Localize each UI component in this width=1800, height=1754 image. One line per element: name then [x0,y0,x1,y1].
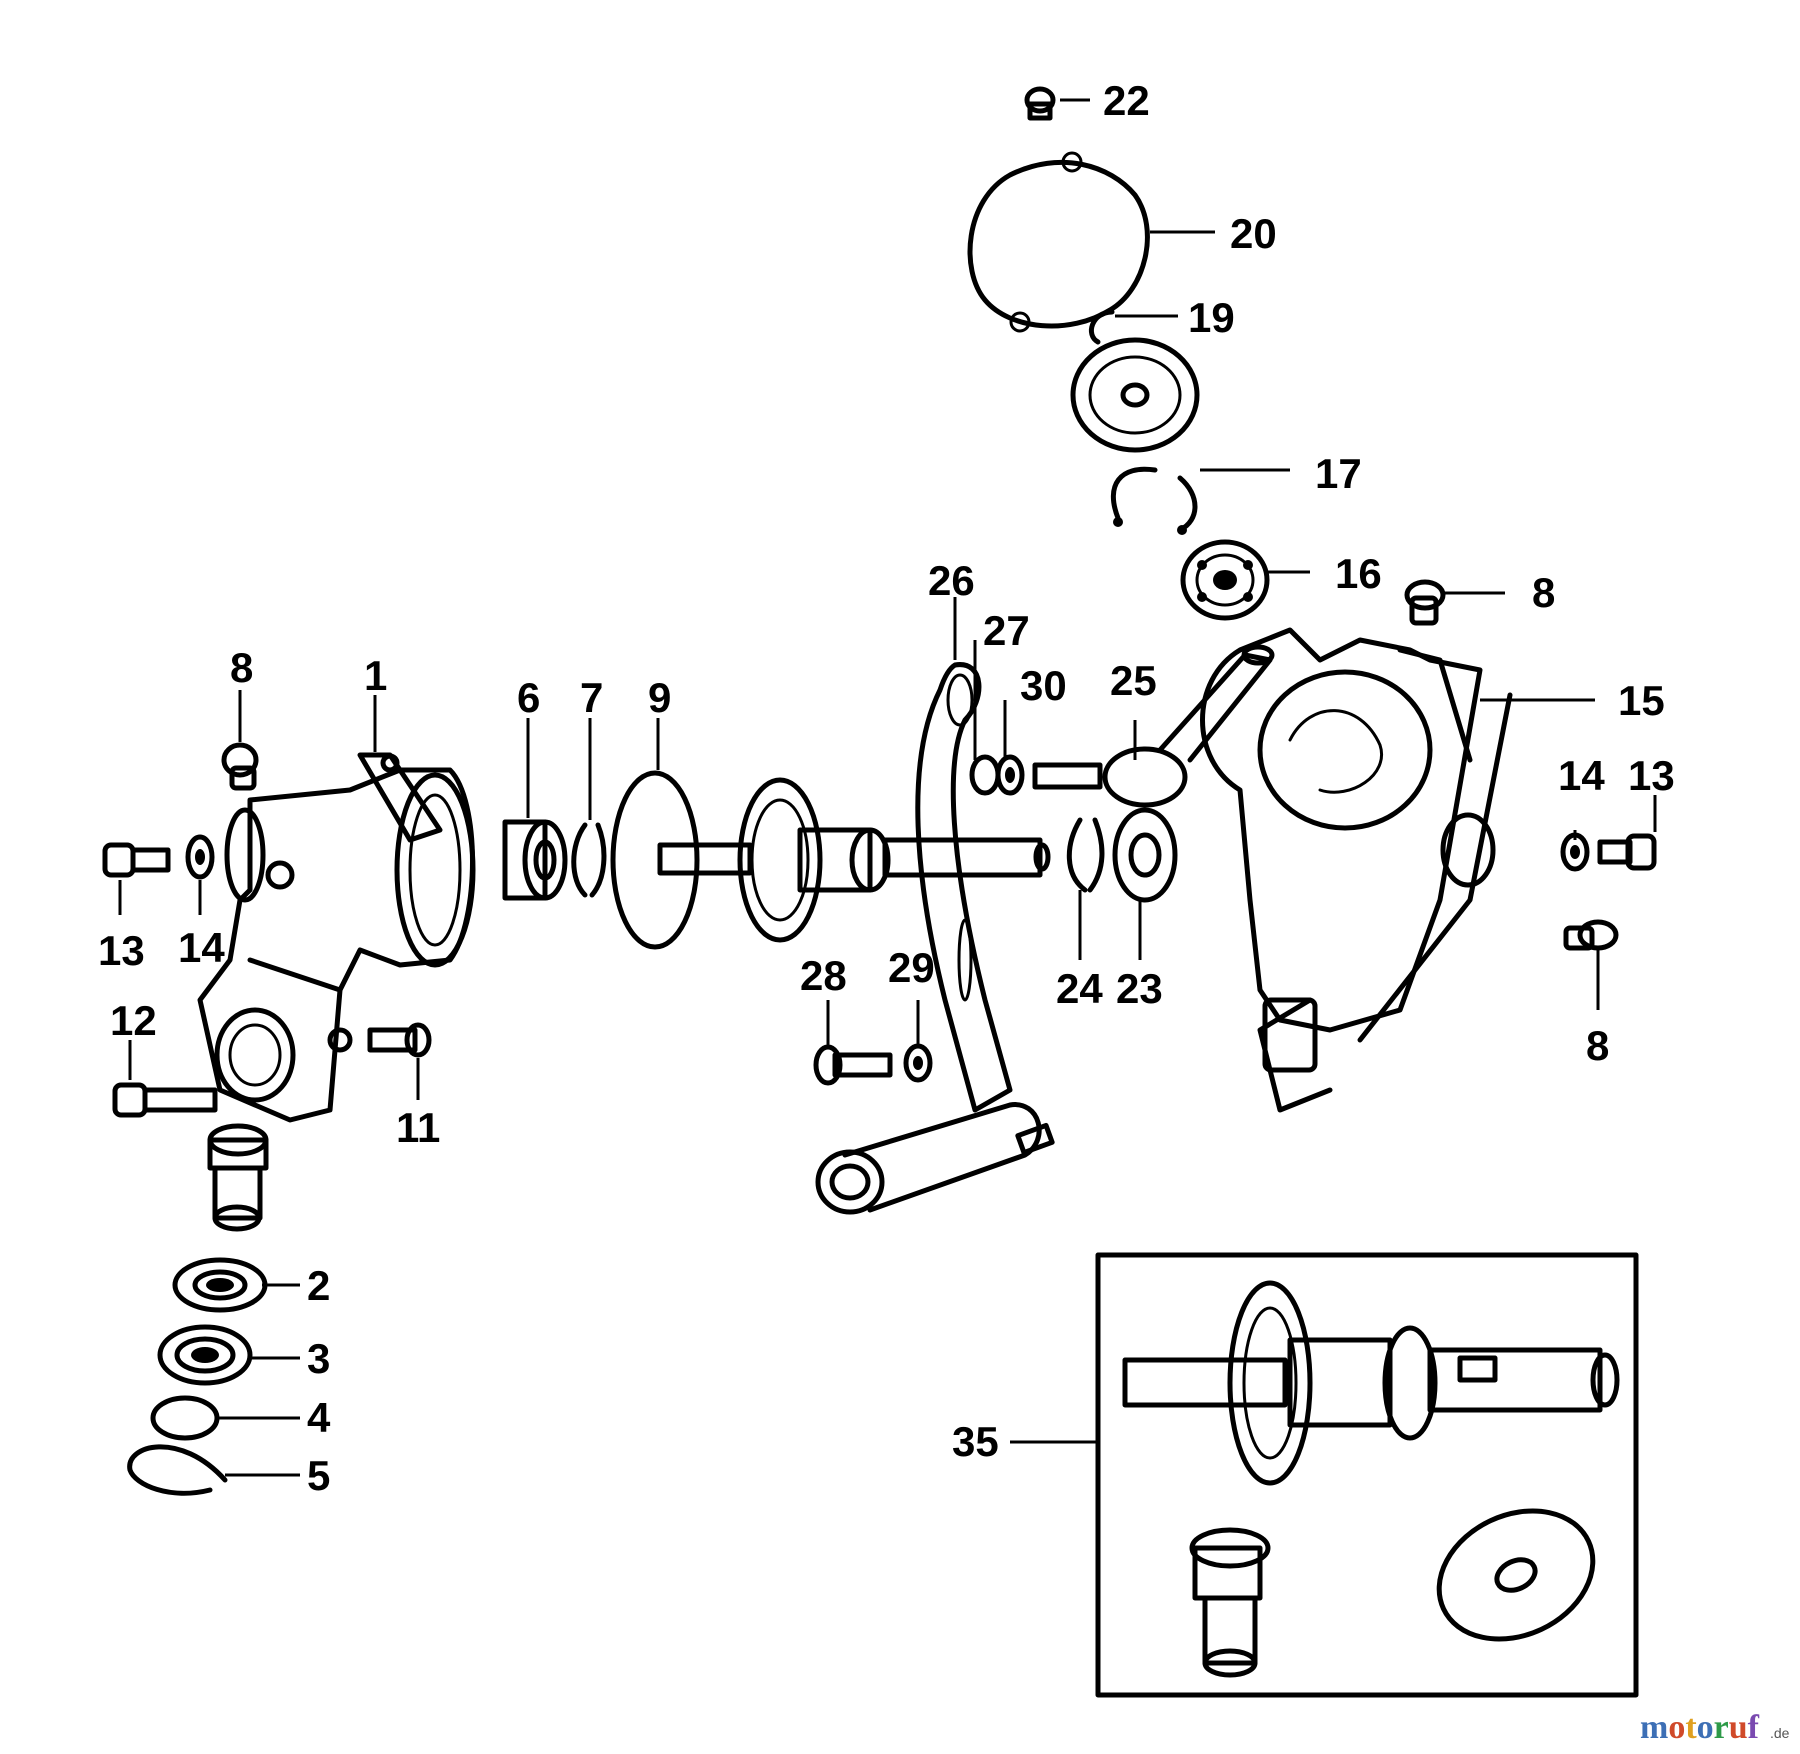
part-20-cover [967,151,1150,333]
label-8-lower-right: 8 [1586,1022,1609,1069]
part-7-circlip [571,822,607,898]
label-3: 3 [307,1335,330,1382]
part-14-washer-right [1560,832,1590,872]
watermark-text: motoruf [1640,1709,1760,1746]
label-30: 30 [1020,662,1067,709]
part-25-pin-with-arm [1032,644,1275,808]
label-15: 15 [1618,677,1665,724]
part-6-bearing [502,819,568,901]
label-25: 25 [1110,657,1157,704]
label-17: 17 [1315,450,1362,497]
label-24: 24 [1056,965,1103,1012]
part-2-bearing [172,1257,268,1313]
label-16: 16 [1335,550,1382,597]
part-18-disc [1070,337,1200,453]
label-5: 5 [307,1452,330,1499]
label-11: 11 [396,1104,440,1151]
part-17-circlip [1110,466,1198,535]
label-27: 27 [983,607,1030,654]
part-8-bolt-left [221,742,259,791]
label-2: 2 [307,1262,330,1309]
part-12-bolt [112,1082,218,1118]
label-29: 29 [888,944,935,991]
label-22: 22 [1103,77,1150,124]
part-16-bearing [1180,539,1270,621]
part-26-handle-bracket [915,662,1013,1113]
part-24-circlip [1066,817,1105,893]
part-15-gear-housing [1200,627,1513,1113]
part-35-kit-box [1095,1252,1639,1698]
watermark: motoruf .de [1640,1709,1790,1746]
part-28-bolt [813,1044,893,1086]
label-13-left: 13 [98,927,145,974]
part-4-clip [150,1395,220,1441]
part-8-bolt-lower-right [1563,919,1619,951]
label-19: 19 [1188,294,1235,341]
label-14-right: 14 [1558,752,1605,799]
part-8-bolt-upper-right [1404,579,1446,626]
label-35: 35 [952,1418,999,1465]
label-28: 28 [800,952,847,999]
label-20: 20 [1230,210,1277,257]
part-30-washer [995,754,1025,796]
part-3-seal [157,1324,253,1386]
label-14-left: 14 [178,924,225,971]
part-29-washer [903,1043,933,1083]
part-19-clip [1088,309,1115,345]
label-26: 26 [928,557,975,604]
part-main-shaft [657,777,1051,943]
part-9-o-ring [610,770,700,950]
part-13-bolt-right [1597,833,1657,871]
label-4: 4 [307,1394,331,1441]
part-23-bearing [1112,807,1178,903]
label-1: 1 [364,652,387,699]
label-7: 7 [580,674,603,721]
part-1-angle-housing [197,752,476,1123]
label-23: 23 [1116,965,1163,1012]
part-22-screw [1024,86,1056,121]
label-9: 9 [648,674,671,721]
part-13-bolt-left [102,842,171,878]
label-13-right: 13 [1628,752,1675,799]
part-27-washer [969,754,1001,796]
label-8-left: 8 [230,644,253,691]
part-5-circlip [127,1444,228,1496]
label-12: 12 [110,997,157,1044]
part-handle-tube [815,1102,1055,1215]
part-14-washer-left [185,834,215,880]
part-11-bolt [367,1022,432,1058]
watermark-suffix: .de [1770,1725,1790,1741]
label-8-upper-right: 8 [1532,569,1555,616]
part-lower-shaft [207,1123,269,1232]
label-6: 6 [517,674,540,721]
